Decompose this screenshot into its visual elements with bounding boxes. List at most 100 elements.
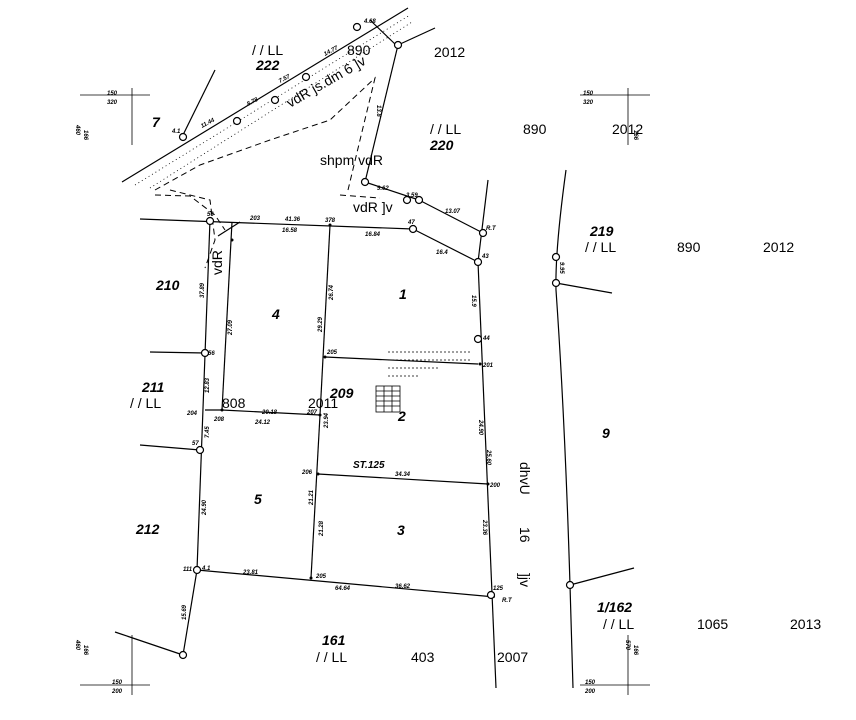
parcel-label: 222 bbox=[255, 57, 280, 73]
svg-text:/ / LL: / / LL bbox=[316, 649, 347, 665]
svg-text:56: 56 bbox=[208, 351, 215, 357]
svg-text:15.69: 15.69 bbox=[182, 604, 188, 620]
svg-text:57: 57 bbox=[192, 441, 199, 447]
svg-text:41.36: 41.36 bbox=[284, 217, 301, 223]
svg-text:16.84: 16.84 bbox=[365, 232, 381, 238]
svg-text:16.4: 16.4 bbox=[436, 250, 448, 256]
svg-text:4.1: 4.1 bbox=[171, 129, 181, 135]
svg-text:36.62: 36.62 bbox=[395, 584, 411, 590]
svg-text:206: 206 bbox=[301, 470, 313, 476]
corner-den: 200 bbox=[111, 689, 123, 695]
svg-text:23.81: 23.81 bbox=[242, 570, 259, 576]
corner-mark-bottom-left: 150 200 bbox=[80, 635, 150, 695]
svg-text:44: 44 bbox=[482, 336, 490, 342]
svg-text:64.64: 64.64 bbox=[335, 586, 351, 592]
svg-text:29.29: 29.29 bbox=[318, 316, 324, 333]
svg-text:4.68: 4.68 bbox=[363, 19, 376, 25]
svg-text:15.9: 15.9 bbox=[470, 295, 476, 307]
svg-text:14.77: 14.77 bbox=[323, 45, 340, 58]
parcel-label: 212 bbox=[135, 521, 160, 537]
plot-label: 1 bbox=[399, 286, 407, 302]
corner-num: 150 bbox=[112, 680, 123, 686]
corner-den: 200 bbox=[584, 689, 596, 695]
corner-mark-top-right: 150 320 bbox=[580, 88, 650, 145]
corner-side: 570 bbox=[624, 640, 630, 651]
svg-text:27.09: 27.09 bbox=[228, 319, 234, 336]
deed-222: / / LL 890 2012 bbox=[252, 42, 465, 60]
svg-text:2012: 2012 bbox=[763, 239, 794, 255]
corner-den: 320 bbox=[107, 100, 118, 106]
svg-text:1065: 1065 bbox=[697, 616, 728, 632]
svg-text:2011: 2011 bbox=[308, 395, 338, 411]
svg-text:R.T: R.T bbox=[502, 598, 513, 604]
table-icon bbox=[375, 351, 470, 413]
svg-text:56: 56 bbox=[207, 212, 214, 218]
deed-220: / / LL 890 2012 bbox=[430, 121, 643, 137]
right-road bbox=[555, 169, 635, 689]
corner-side: 166 bbox=[632, 130, 638, 141]
corner-side: 166 bbox=[632, 645, 638, 656]
svg-text:204: 204 bbox=[186, 411, 198, 417]
svg-text:23.36: 23.36 bbox=[481, 519, 487, 536]
corner-side: 166 bbox=[82, 645, 88, 656]
corner-side: 166 bbox=[82, 130, 88, 141]
svg-text:203: 203 bbox=[249, 216, 261, 222]
corner-side: 460 bbox=[74, 639, 80, 651]
svg-text:9.62: 9.62 bbox=[377, 186, 389, 192]
svg-text:890: 890 bbox=[523, 121, 547, 137]
svg-text:4.1: 4.1 bbox=[201, 566, 211, 572]
parcel-label: 210 bbox=[155, 277, 180, 293]
plot-label: 2 bbox=[397, 408, 406, 424]
svg-text:207: 207 bbox=[306, 410, 318, 416]
deed-1-162: / / LL 1065 2013 bbox=[603, 616, 821, 632]
right-road-width: 16 bbox=[517, 527, 533, 543]
svg-text:111: 111 bbox=[183, 567, 193, 573]
svg-text:/ / LL: / / LL bbox=[603, 616, 634, 632]
corner-den: 320 bbox=[583, 100, 594, 106]
svg-text:37.89: 37.89 bbox=[200, 282, 206, 298]
point-labels: 56 203 378 47 43 44 201 205 56 204 208 2… bbox=[171, 129, 513, 604]
st-label: ST.125 bbox=[353, 460, 385, 471]
svg-text:13.8: 13.8 bbox=[375, 105, 381, 117]
corner-side: 460 bbox=[74, 124, 80, 136]
svg-text:21.21: 21.21 bbox=[309, 489, 315, 506]
svg-text:12.83: 12.83 bbox=[205, 377, 211, 393]
corner-mark-bottom-right: 150 200 bbox=[580, 635, 650, 695]
svg-text:2007: 2007 bbox=[497, 649, 528, 665]
svg-text:16.58: 16.58 bbox=[282, 228, 298, 234]
deed-219: / / LL 890 2012 bbox=[585, 239, 794, 255]
survey-points bbox=[178, 22, 575, 660]
svg-text:208: 208 bbox=[213, 417, 225, 423]
measurements: 41.36 16.58 16.84 16.4 15.9 26.74 29.29 … bbox=[182, 19, 564, 620]
svg-text:13.07: 13.07 bbox=[445, 209, 461, 215]
parcel-lines bbox=[114, 179, 497, 689]
svg-text:9.95: 9.95 bbox=[558, 262, 564, 274]
svg-text:24.90: 24.90 bbox=[477, 419, 483, 436]
svg-text:403: 403 bbox=[411, 649, 435, 665]
svg-text:205: 205 bbox=[315, 574, 327, 580]
shpm-label: shpm vdR bbox=[320, 152, 383, 168]
plot-label: 5 bbox=[254, 491, 262, 507]
svg-text:200: 200 bbox=[489, 483, 501, 489]
svg-text:808: 808 bbox=[222, 395, 246, 411]
svg-text:2012: 2012 bbox=[612, 121, 643, 137]
svg-text:26.74: 26.74 bbox=[329, 284, 335, 301]
svg-text:24.12: 24.12 bbox=[254, 420, 271, 426]
deed-211: / / LL 808 2011 bbox=[130, 395, 338, 411]
svg-text:21.28: 21.28 bbox=[319, 520, 325, 537]
right-road-name: dhvU bbox=[517, 462, 533, 495]
svg-text:125: 125 bbox=[493, 586, 504, 592]
corner-num: 150 bbox=[585, 680, 596, 686]
parcel-label: 211 bbox=[141, 379, 165, 395]
svg-text:11.44: 11.44 bbox=[200, 117, 216, 129]
svg-text:8.78: 8.78 bbox=[246, 97, 260, 108]
svg-text:378: 378 bbox=[325, 218, 336, 224]
svg-text:/ / LL: / / LL bbox=[252, 42, 283, 58]
svg-text:890: 890 bbox=[677, 239, 701, 255]
svg-text:890: 890 bbox=[347, 42, 371, 58]
top-road bbox=[121, 7, 484, 269]
svg-text:47: 47 bbox=[407, 220, 415, 226]
svg-text:2012: 2012 bbox=[434, 44, 465, 60]
svg-text:43: 43 bbox=[481, 254, 489, 260]
